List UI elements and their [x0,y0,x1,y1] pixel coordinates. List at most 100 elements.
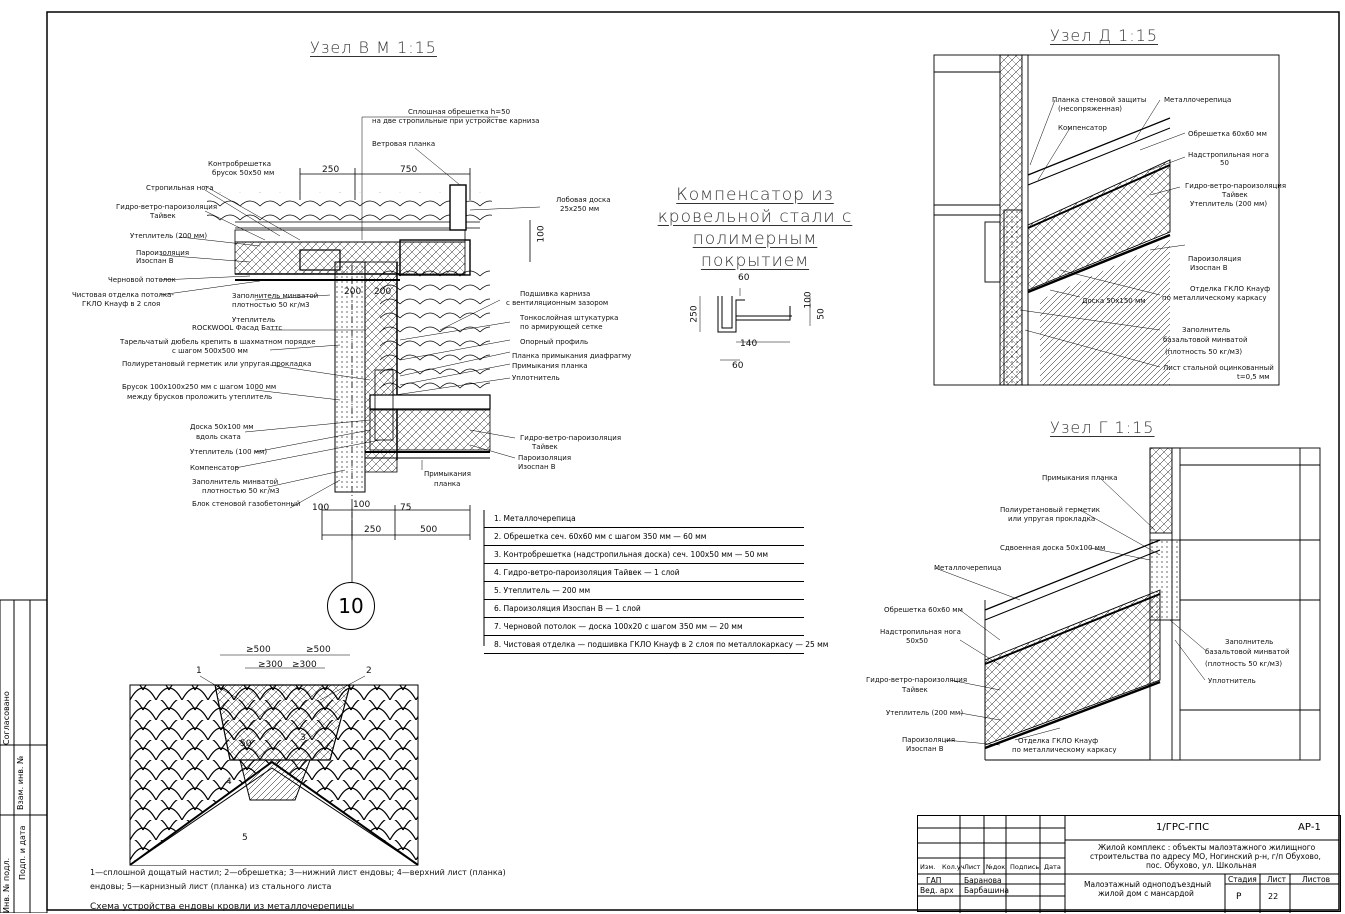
annotation: Примыкания планка [1042,474,1118,482]
annotation: Ветровая планка [372,140,436,148]
sheet-value: 22 [1268,892,1279,901]
annotation: Металлочерепица [934,564,1002,572]
column-header: Дата [1044,863,1061,871]
annotation: Пароизоляция [136,249,190,257]
column-header: Изм. [920,863,936,871]
annotation: Полиуретановый герметик или упругая прок… [122,360,312,368]
annotation: Тайвек [902,686,928,694]
person: Баранова [964,876,1002,885]
annotation: Утеплитель [232,316,276,324]
annotation: Изоспан В [136,257,174,265]
dimension: 50 [816,308,827,320]
callout: 3 [300,733,306,743]
annotation: Тонкослойная штукатурка [520,314,619,322]
legend-row: 4. Гидро-ветро-пароизоляция Тайвек — 1 с… [484,564,804,582]
building-line: жилой дом с мансардой [1098,889,1194,898]
annotation: (несопряженная) [1058,105,1122,113]
annotation: Заполнитель [1225,638,1274,646]
annotation: вдоль ската [196,433,241,441]
stage-value: Р [1236,892,1242,902]
dimension: 75 [400,503,412,513]
annotation: по металлическому каркасу [1162,294,1267,302]
annotation: Компенсатор [190,464,239,472]
compensator-title-line: кровельной стали с [657,207,853,227]
annotation: Заполнитель минватой [232,292,319,300]
annotation: Утеплитель (100 мм) [190,448,268,456]
dimension: 140 [740,339,758,349]
project-line: пос. Обухово, ул. Школьная [1146,861,1257,870]
dimension: 100 [353,500,371,510]
column-header: Кол.уч [942,863,965,871]
callout: 5 [242,833,248,843]
annotation: Лобовая доска [556,196,611,204]
annotation: Тайвек [1222,191,1248,199]
annotation: Блок стеновой газобетонный [192,500,301,508]
side-stamp-label: Подп. и дата [18,825,27,881]
role: Вед. арх [920,886,954,895]
annotation: Отделка ГКЛО Кнауф [1018,737,1099,745]
callout: ≥300 [292,660,317,670]
building-line: Малоэтажный одноподъездный [1084,880,1212,889]
annotation: ROCKWOOL Фасад Баттс [192,324,283,332]
endova-notes: 1—сплошной дощатый настил; 2—обрешетка; … [90,866,506,894]
annotation: Гидро-ветро-пароизоляция [116,203,218,211]
annotation: Планка стеновой защиты [1052,96,1147,104]
endova-caption: Схема устройства ендовы кровли из металл… [90,902,355,912]
callout: ≥500 [246,645,271,655]
annotation: плотностью 50 кг/м3 [202,487,280,495]
annotation: Сдвоенная доска 50х100 мм [1000,544,1106,552]
annotation: Компенсатор [1058,124,1107,132]
annotation: (плотность 50 кг/м3) [1165,348,1243,356]
materials-legend: 1. Металлочерепица 2. Обрешетка сеч. 60х… [484,510,828,654]
annotation: Тайвек [532,443,558,451]
axis-marker: 10 [327,582,375,630]
annotation: Полиуретановый герметик [1000,506,1100,514]
note-line: 1—сплошной дощатый настил; 2—обрешетка; … [90,868,506,877]
dimension: 250 [364,525,382,535]
annotation: 25х250 мм [560,205,600,213]
legend-row: 2. Обрешетка сеч. 60х60 мм с шагом 350 м… [484,528,804,546]
callout: 4 [226,777,232,787]
annotation: Пароизоляция [902,736,956,744]
legend-row: 1. Металлочерепица [484,510,804,528]
annotation: Обрешетка 60х60 мм [1188,130,1267,138]
annotation: Брусок 100х100х250 мм с шагом 1000 мм [122,383,277,391]
uzel-d-title: Узел Д 1:15 [1050,26,1158,45]
annotation: (плотность 50 кг/м3) [1205,660,1283,668]
annotation: Планка примыкания диафрагму [512,352,632,360]
dimension: 750 [400,165,418,175]
annotation: Стропильная нога [146,184,214,192]
side-stamp-label: Взам. инв. № [16,755,25,810]
annotation: с вентиляционным зазором [506,299,609,307]
annotation: Отделка ГКЛО Кнауф [1190,285,1271,293]
annotation: Надстропильная нога [1188,151,1269,159]
callout: ≥300 [258,660,283,670]
annotation: Чистовая отделка потолка- [72,291,174,299]
annotation: Пароизоляция [1188,255,1242,263]
annotation: по металлическому каркасу [1012,746,1117,754]
dimension: 100 [312,503,330,513]
legend-row: 6. Пароизоляция Изоспан В — 1 слой [484,600,804,618]
dimension: 100 [803,291,814,309]
annotation: Пароизоляция [518,454,572,462]
annotation: плотностью 50 кг/м3 [232,301,310,309]
annotation: Обрешетка 60х60 мм [884,606,963,614]
annotation: Примыкания планка [512,362,588,370]
annotation: Контробрешетка [208,160,272,168]
side-stamp-label: Согласовано [2,691,11,745]
callout: 2 [366,666,372,676]
dimension: 60 [732,361,744,371]
dimension: 250 [689,305,700,323]
annotation: Гидро-ветро-пароизоляция [866,676,968,684]
title-block: 1/ГРС-ГПС АР-1 Жилой комплекс : объекты … [917,815,1341,912]
annotation: Изоспан В [1190,264,1228,272]
annotation: Изоспан В [518,463,556,471]
dimension: 100 [536,225,547,243]
compensator-title-line: полимерным покрытием [692,229,818,271]
annotation: брусок 50х50 мм [212,169,275,177]
annotation: t=0,5 мм [1237,373,1270,381]
annotation: или упругая прокладка [1008,515,1096,523]
annotation: Надстропильная нога [880,628,961,636]
annotation: Лист стальной оцинкованный [1163,364,1274,372]
